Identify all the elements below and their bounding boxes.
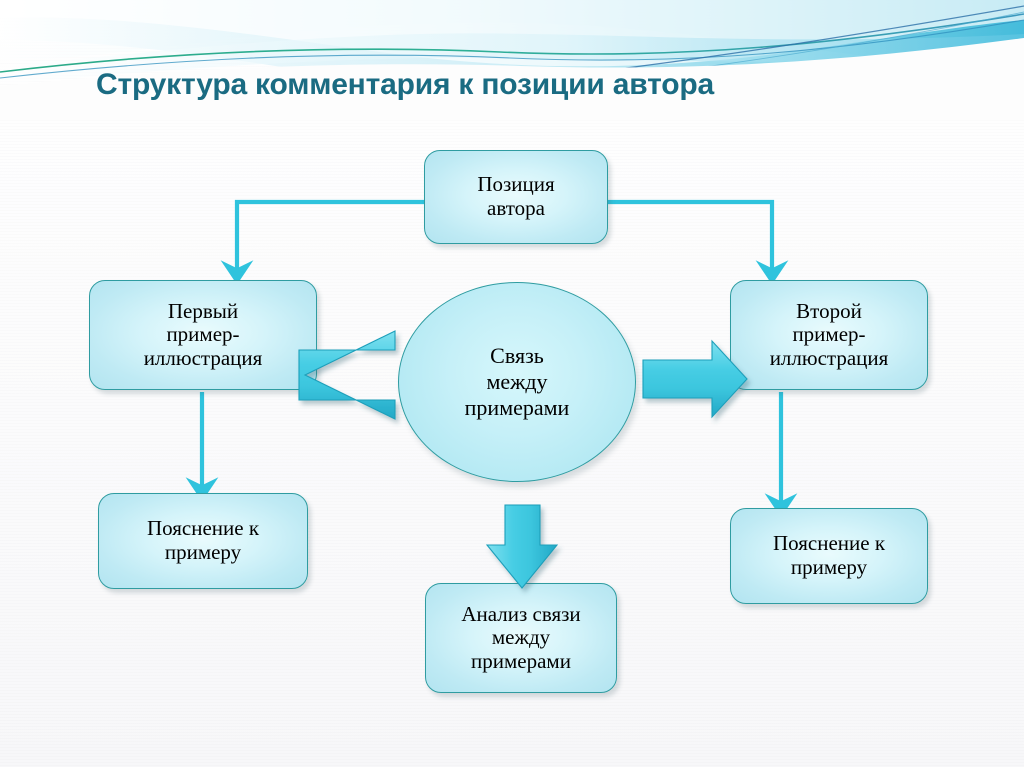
page-title: Структура комментария к позиции автора	[96, 68, 714, 101]
block-arrow-to-analysis	[485, 504, 559, 589]
node-second-example[interactable]: Второй пример- иллюстрация	[730, 280, 928, 390]
header-decoration	[0, 0, 1024, 120]
node-author-position[interactable]: Позиция автора	[424, 150, 608, 244]
block-arrow-to-second-example	[642, 339, 748, 419]
node-first-example-label: Первый пример- иллюстрация	[143, 298, 263, 370]
node-link-between-examples[interactable]: Связь между примерами	[398, 282, 636, 482]
header-wave-graphic	[0, 0, 1024, 120]
node-explanation-right-label: Пояснение к примеру	[772, 531, 886, 579]
node-link-between-examples-label: Связь между примерами	[464, 343, 570, 420]
node-explanation-right[interactable]: Пояснение к примеру	[730, 508, 928, 604]
node-first-example[interactable]: Первый пример- иллюстрация	[89, 280, 317, 390]
connector-author-to-first	[220, 199, 424, 285]
node-author-position-label: Позиция автора	[477, 172, 555, 220]
node-second-example-label: Второй пример- иллюстрация	[769, 298, 889, 370]
connector-author-to-second	[607, 199, 789, 285]
node-explanation-left[interactable]: Пояснение к примеру	[98, 493, 308, 589]
node-analysis-of-link-label: Анализ связи между примерами	[461, 601, 581, 673]
node-analysis-of-link[interactable]: Анализ связи между примерами	[425, 583, 617, 693]
block-arrow-to-first-example	[298, 330, 396, 420]
node-explanation-left-label: Пояснение к примеру	[146, 516, 260, 564]
